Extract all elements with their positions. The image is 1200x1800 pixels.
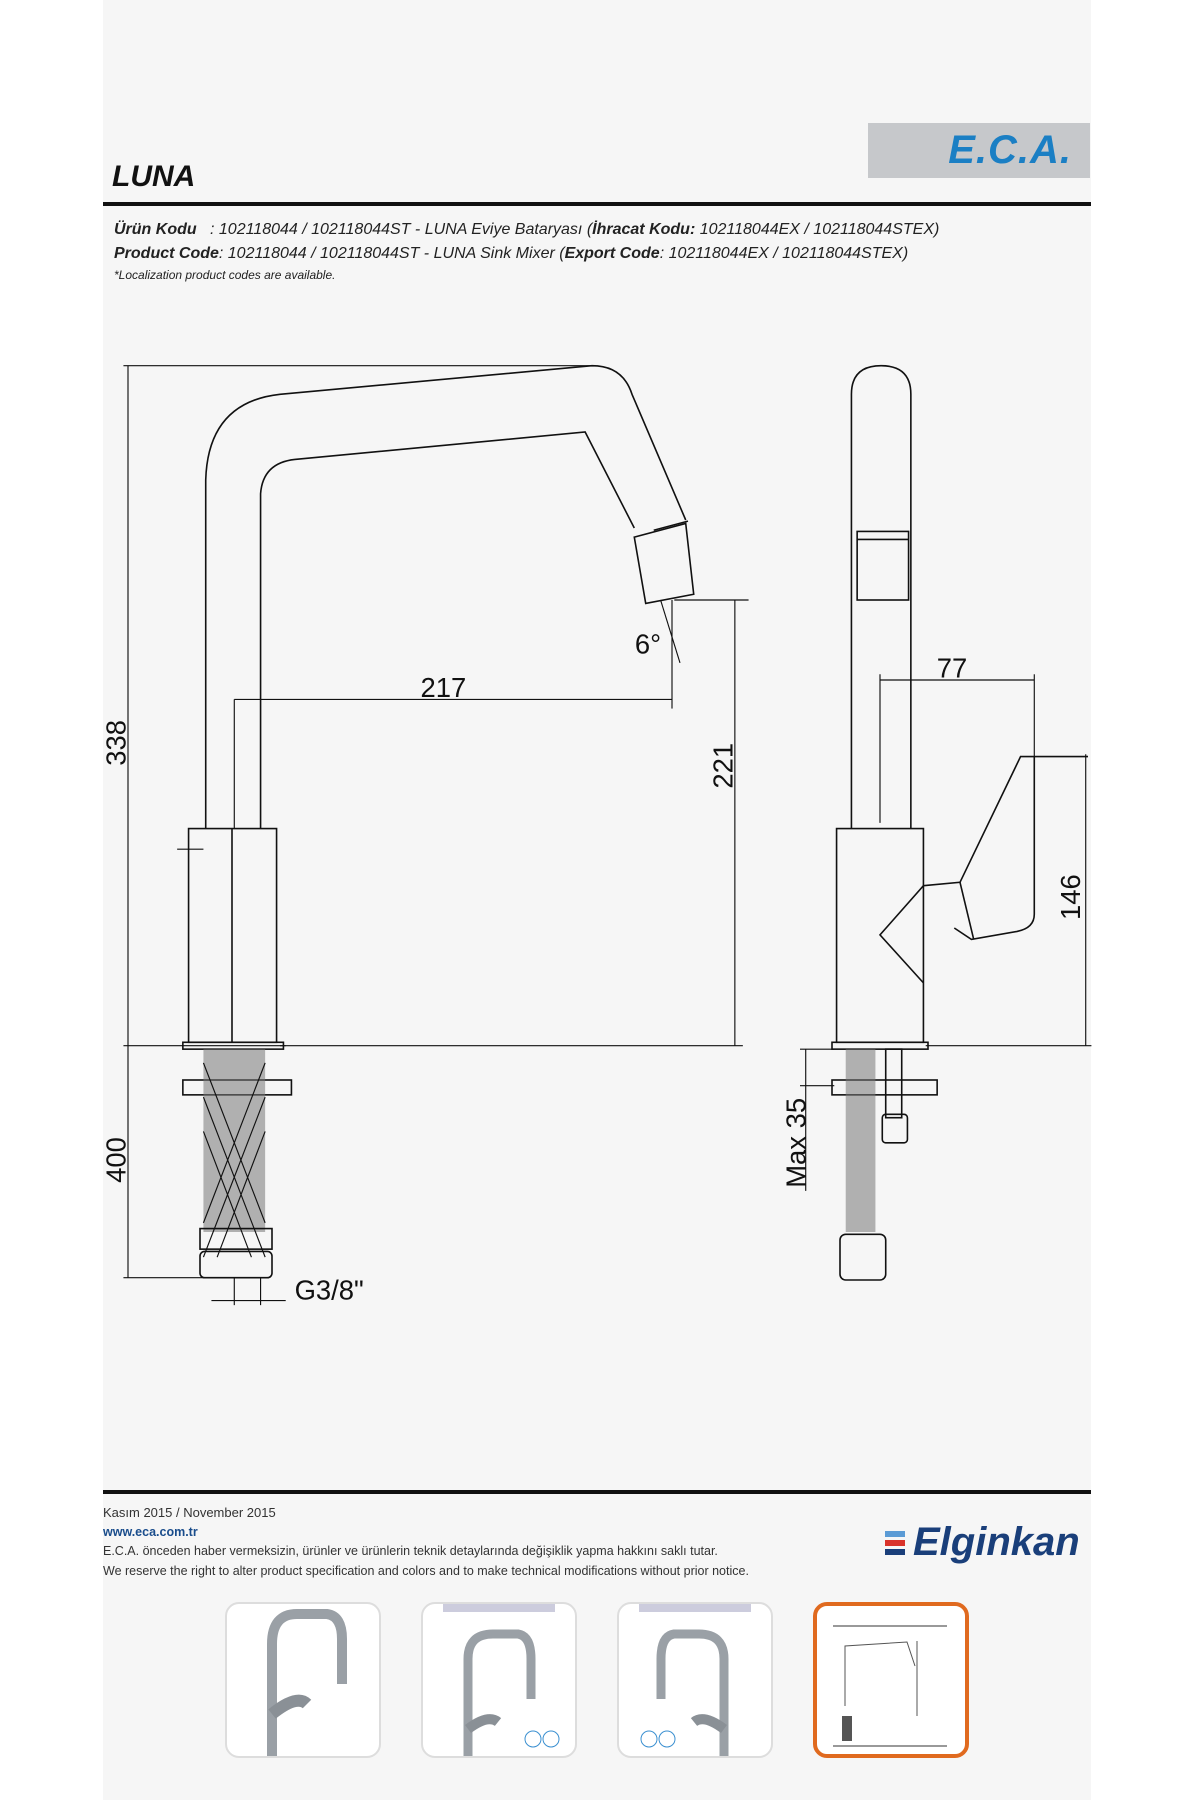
dim-g38: G3/8": [295, 1274, 364, 1305]
side-view: 77 146 Max 35: [781, 364, 1092, 1281]
elginkan-mark-icon: [885, 1530, 905, 1555]
dim-146: 146: [1055, 874, 1086, 920]
front-view: 338 217 6° 221 400 G3/8": [101, 364, 749, 1305]
faucet-photo-icon: [267, 1609, 347, 1756]
eca-logo: E.C.A.: [868, 123, 1090, 178]
thumbnail-4-selected[interactable]: [813, 1602, 969, 1758]
dim-max-35: Max 35: [781, 1098, 812, 1188]
disclaimer-en: We reserve the right to alter product sp…: [103, 1563, 749, 1578]
dim-338: 338: [101, 720, 132, 766]
urun-kodu-line: Ürün Kodu : 102118044 / 102118044ST - LU…: [114, 221, 940, 238]
product-codes: Ürün Kodu : 102118044 / 102118044ST - LU…: [114, 218, 939, 284]
dim-77: 77: [937, 653, 967, 684]
faucet-photo-icon: [639, 1604, 751, 1756]
footer-text: Kasım 2015 / November 2015 www.eca.com.t…: [103, 1503, 749, 1581]
elginkan-logo: Elginkan: [885, 1520, 1080, 1565]
dim-221: 221: [708, 743, 739, 789]
footer-divider: [103, 1490, 1091, 1494]
dim-400: 400: [101, 1137, 132, 1183]
thumbnail-3[interactable]: [617, 1602, 773, 1758]
publish-date: Kasım 2015 / November 2015: [103, 1505, 276, 1520]
datasheet-page: [103, 0, 1091, 1800]
product-code-line: Product Code: 102118044 / 102118044ST - …: [114, 245, 909, 262]
dim-6-deg: 6°: [635, 629, 661, 660]
thumbnail-2[interactable]: [421, 1602, 577, 1758]
website-link[interactable]: www.eca.com.tr: [103, 1524, 198, 1539]
faucet-photo-icon: [443, 1604, 560, 1756]
product-title: LUNA: [112, 160, 196, 193]
dim-217: 217: [421, 672, 467, 703]
drawing-thumbnail-icon: [829, 1610, 953, 1750]
thumbnail-1[interactable]: [225, 1602, 381, 1758]
disclaimer-tr: E.C.A. önceden haber vermeksizin, ürünle…: [103, 1544, 718, 1558]
localization-note: *Localization product codes are availabl…: [114, 268, 336, 282]
header-divider: [103, 202, 1091, 206]
